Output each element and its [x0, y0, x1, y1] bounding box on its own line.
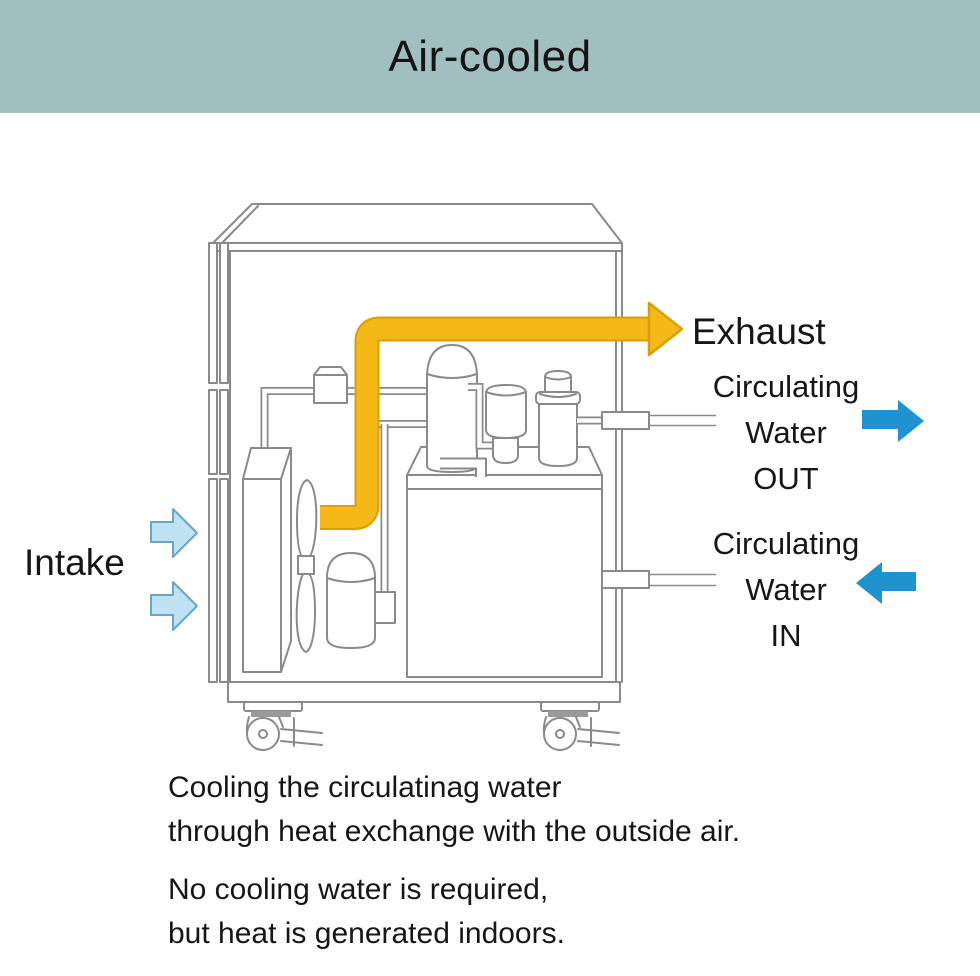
- base-plate: [227, 681, 621, 703]
- water-out-pipe: [577, 411, 716, 430]
- caption-line: Cooling the circulatinag water: [168, 771, 562, 804]
- junction-box: [313, 366, 348, 404]
- page-title: Air-cooled: [388, 31, 592, 81]
- intake-label: Intake: [24, 542, 125, 583]
- circulating-in-line3: IN: [770, 618, 802, 653]
- water-arrows: [856, 400, 924, 604]
- heat-exchanger: [242, 447, 292, 673]
- caption-line: through heat exchange with the outside a…: [168, 815, 741, 848]
- circulating-out-line3: OUT: [753, 461, 819, 496]
- intake-arrows: [150, 508, 198, 631]
- compressor: [426, 344, 497, 477]
- header-band: Air-cooled: [0, 0, 980, 113]
- fan-blades: [295, 479, 318, 653]
- caster-wheel-left: [243, 701, 323, 751]
- receiver-tank: [535, 370, 581, 467]
- water-in-pipe: [601, 570, 716, 589]
- exhaust-label: Exhaust: [692, 311, 826, 352]
- water-out-arrow-icon: [862, 400, 924, 442]
- oil-separator: [485, 384, 527, 464]
- circulating-out-line2: Water: [745, 415, 827, 450]
- caption-heat-exchange: Cooling the circulatinag water through h…: [168, 766, 740, 854]
- circulating-in-line1: Circulating: [712, 526, 860, 561]
- caster-wheel-right: [540, 701, 620, 751]
- exhaust-arrow: [320, 301, 684, 530]
- exhaust-arrowhead-icon: [647, 301, 684, 357]
- circulating-out-line1: Circulating: [712, 369, 860, 404]
- caption-no-cooling-water: No cooling water is required, but heat i…: [168, 868, 565, 956]
- intake-arrow-bottom-icon: [150, 581, 198, 631]
- circulating-water-out-label: Circulating Water OUT: [636, 364, 936, 502]
- water-in-arrow-icon: [856, 562, 916, 604]
- circulating-in-line2: Water: [745, 572, 827, 607]
- circulating-water-in-label: Circulating Water IN: [636, 521, 936, 659]
- accumulator-tank: [326, 552, 376, 649]
- intake-arrow-top-icon: [150, 508, 198, 558]
- water-tank: [406, 446, 603, 678]
- caption-line: No cooling water is required,: [168, 873, 549, 906]
- caption-line: but heat is generated indoors.: [168, 917, 565, 950]
